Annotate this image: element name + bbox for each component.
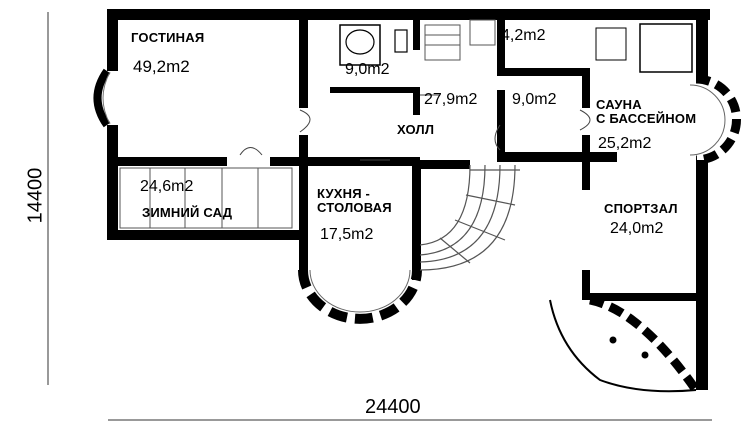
doors [239, 94, 591, 161]
wall-living-bottom [107, 157, 227, 166]
kitchen-area: 17,5m2 [320, 226, 374, 243]
kitchen-name: КУХНЯ - СТОЛОВАЯ [317, 186, 392, 215]
wall-kitchen-left [299, 160, 308, 280]
bay-window-gym [549, 295, 700, 393]
wall-bath-right-2 [413, 90, 420, 115]
width-dimension: 24400 [365, 396, 421, 418]
wall-right-lower [696, 160, 708, 390]
bay-window-sauna [689, 74, 741, 165]
wall-gym-bottom [590, 293, 700, 301]
sauna-name: САУНА С БАССЕЙНОМ [596, 97, 697, 126]
wall-right-upper [696, 9, 708, 79]
sauna-area: 25,2m2 [598, 135, 652, 152]
wall-small-left [497, 20, 505, 76]
bathtub [339, 24, 408, 66]
wall-bath-bottom [330, 87, 420, 93]
wall-bath-right [413, 20, 420, 50]
wall-winter-bottom [107, 230, 301, 240]
bay-window-living [93, 68, 111, 128]
wall-gym-left [582, 160, 590, 190]
walls [107, 9, 710, 390]
small-room-area: 4,2m2 [501, 27, 546, 44]
wall-top [107, 9, 710, 20]
wall-living-hall-2 [299, 135, 308, 165]
wall-storage-right-2 [582, 135, 590, 160]
wall-storage-left [497, 90, 505, 162]
wall-living-hall [299, 20, 308, 108]
wall-storage-right [582, 68, 590, 108]
winter-garden-area: 24,6m2 [140, 178, 194, 195]
hall-name: ХОЛЛ [397, 122, 435, 137]
wall-small-bottom [500, 68, 590, 76]
wall-left-middle [107, 125, 118, 167]
living-room-area: 49,2m2 [133, 57, 190, 76]
storage-area: 9,0m2 [512, 91, 557, 108]
wall-gym-left-2 [582, 270, 590, 300]
hall-stair [424, 19, 496, 61]
hall-area: 27,9m2 [424, 91, 478, 108]
gym-name: СПОРТЗАЛ [604, 201, 678, 216]
wall-left-lower [107, 160, 118, 240]
wall-storage-bottom [497, 152, 617, 162]
wall-stair [420, 160, 470, 169]
wall-living-bottom-2 [270, 157, 420, 166]
height-dimension: 14400 [24, 167, 47, 224]
bay-window-kitchen [298, 269, 422, 324]
winter-garden-name: ЗИМНИЙ САД [142, 205, 233, 220]
dimension-lines [47, 12, 712, 421]
wall-left-upper [107, 9, 118, 71]
wall-kitchen-right [412, 160, 421, 280]
gym-area: 24,0m2 [610, 220, 664, 237]
winter-garden-glazing [119, 167, 293, 229]
bath-area: 9,0m2 [345, 61, 390, 78]
sauna-pool [595, 23, 693, 73]
living-room-name: ГОСТИНАЯ [131, 30, 205, 45]
spiral-stair [419, 164, 520, 271]
